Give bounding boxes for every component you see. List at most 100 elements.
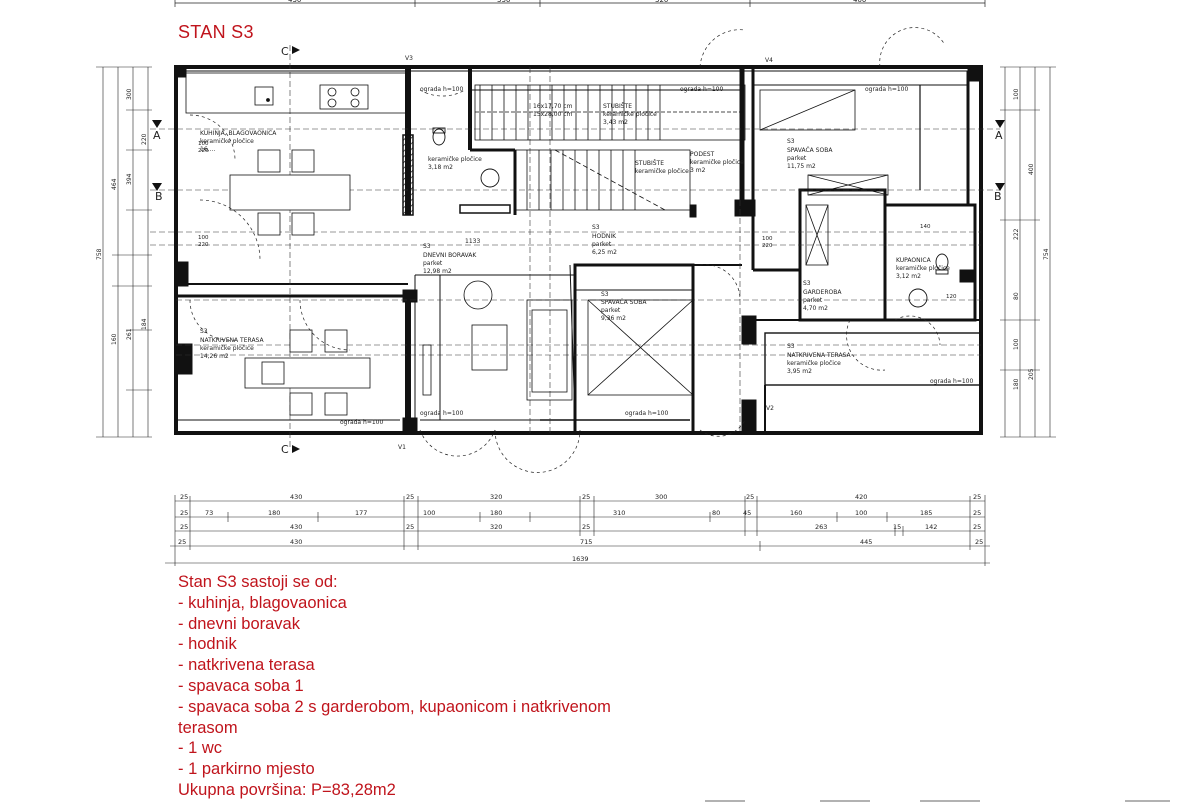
room-stair2-name: STUBIŠTE [635,160,664,167]
room-stair2-floor: keramičke pločice [635,168,689,175]
vertical-v4: V4 [765,57,773,64]
dim-r1-1: 430 [290,493,302,501]
dim-r2-7: 80 [712,509,720,517]
room-hall-num: S3 [592,224,600,231]
room-landing-name: PODEST [690,151,715,158]
stair-info-1: 16x17,70 cm [533,103,573,110]
svg-text:222: 222 [1013,228,1020,240]
room-living-area: 12,98 m2 [423,268,452,275]
dim-r1-5: 300 [655,493,667,501]
dim-r1-8: 25 [973,493,981,501]
vertical-v3: V3 [405,55,413,62]
railing-label-5: ograda h=100 [680,86,723,93]
room-living-floor: parket [423,260,443,267]
description-item: terasom [178,718,238,737]
dim-r4-4: 25 [975,538,983,546]
svg-text:394: 394 [126,173,133,185]
room-bath-floor: keramičke pločice [896,265,950,272]
section-b-right: B [994,190,1002,203]
svg-text:220: 220 [198,148,209,154]
door-swings [189,27,946,473]
dim-top-4: 400 [853,0,866,4]
wardrobe-closet [805,204,829,266]
room-kitchen-area: 16,... [200,146,215,153]
bottom-dimensions [165,495,990,566]
dim-r4-1: 430 [290,538,302,546]
dining-table-kitchen [229,149,351,236]
dim-left-mid: 464 [111,178,118,190]
stair-lower [514,149,691,211]
room-living-name: DNEVNI BORAVAK [423,252,477,259]
dim-r1-4: 25 [582,493,590,501]
room-hall-name: HODNIK [592,233,617,240]
svg-text:160: 160 [111,333,118,345]
room-terrace1-floor: keramičke pločice [200,345,254,352]
room-stair1-floor: keramičke pločice [603,111,657,118]
room-bath-area: 3,12 m2 [896,273,921,280]
svg-text:100: 100 [198,235,209,241]
svg-text:140: 140 [920,224,931,230]
svg-text:205: 205 [1028,368,1035,380]
description-heading: Stan S3 sastoji se od: [178,573,338,591]
description-item: - hodnik [178,635,237,654]
room-bed2-area: 11,75 m2 [787,163,816,170]
dim-r3-6: 15 [893,523,901,531]
section-marks [152,46,1005,453]
kitchen-counter [185,72,407,114]
dim-r3-7: 142 [925,523,937,531]
room-wc-floor: keramičke pločice [428,156,482,163]
bed-2 [759,89,889,196]
railing-label-7: ograda h=100 [930,378,973,385]
vertical-v2: V2 [766,405,774,412]
railing-label-1: ograda h=100 [340,419,383,426]
room-terrace1-area: 14,26 m2 [200,353,229,360]
svg-text:184: 184 [141,318,148,330]
dim-r2-5: 180 [490,509,502,517]
description-item: - natkrivena terasa [178,656,315,675]
railing-label-2: ograda h=100 [420,410,463,417]
room-stair1-name: STUBIŠTE [603,103,632,110]
dim-r1-7: 420 [855,493,867,501]
dim-r4-3: 445 [860,538,872,546]
right-dimensions [1000,66,1056,438]
dim-left-outer: 758 [96,248,103,260]
svg-text:261: 261 [126,328,133,340]
description-item: - dnevni boravak [178,614,300,633]
section-c-top: C [281,45,289,58]
room-terrace1-num: S3 [200,328,208,335]
room-terrace2-name: NATKRIVENA TERASA [787,352,851,359]
svg-text:220: 220 [141,133,148,145]
stair-info-2: 15x28,00 cm [533,111,573,118]
dim-r3-4: 25 [582,523,590,531]
description-item: - kuhinja, blagovaonica [178,593,347,612]
dim-top-2: 336 [497,0,511,4]
dim-r2-1: 73 [205,509,213,517]
dim-r1-0: 25 [180,493,188,501]
dim-r3-2: 25 [406,523,414,531]
railing-label-4: ograda h=100 [420,86,463,93]
room-terrace1-name: NATKRIVENA TERASA [200,337,264,344]
description-item: - 1 parkirno mjesto [178,760,315,779]
dim-r1-6: 25 [746,493,754,501]
vertical-v1: V1 [398,444,406,451]
room-landing-area: 3 m2 [690,167,706,174]
total-area: Ukupna površina: P=83,28m2 [178,780,396,799]
svg-text:100: 100 [1013,338,1020,350]
description-item: - 1 wc [178,739,223,758]
description-item: - spavaca soba 1 [178,676,304,695]
dim-r3-1: 430 [290,523,302,531]
dim-r1-3: 320 [490,493,502,501]
dim-r2-4: 100 [423,509,435,517]
dim-r2-11: 185 [920,509,932,517]
railing-label-3: ograda h=100 [625,410,668,417]
section-a-right: A [995,129,1003,142]
dim-top-3: 320 [655,0,668,4]
svg-text:80: 80 [1013,292,1020,300]
room-bed1-name: SPAVAĆA SOBA [601,299,647,306]
description-item: - spavaca soba 2 s garderobom, kupaonico… [178,697,611,716]
room-wardrobe-num: S3 [803,280,811,287]
dim-top-1: 430 [288,0,301,4]
room-kitchen-name: KUHINJA, BLAGOVAONICA [200,130,277,137]
dim-right-outer: 754 [1043,248,1050,260]
